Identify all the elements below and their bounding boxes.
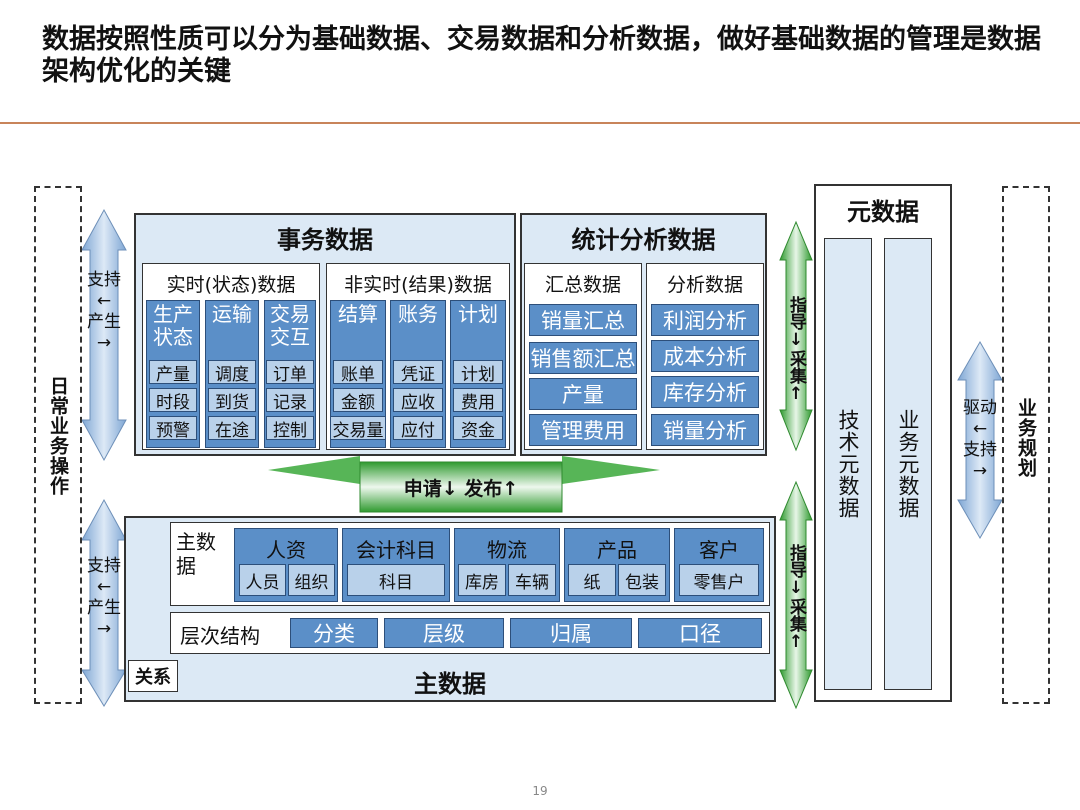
master-item: 纸 [568,564,616,596]
realtime-data-header: 实时(状态)数据 [166,274,296,296]
master-item: 库房 [458,564,506,596]
hierarchy-item: 口径 [638,618,762,648]
page-number: 19 [532,784,548,798]
transaction-item: 预警 [149,416,197,441]
master-data-label: 主数据 [176,530,216,578]
transaction-item: 金额 [333,388,383,413]
guide-collect-label-bottom: 指导↓采集↑ [786,544,806,652]
transaction-item: 订单 [266,360,314,385]
page-title: 数据按照性质可以分为基础数据、交易数据和分析数据，做好基础数据的管理是数据架构优… [42,24,1041,87]
transaction-item: 账单 [333,360,383,385]
analysis-item: 成本分析 [651,340,759,372]
metadata-title: 元数据 [847,198,919,226]
analysis-item: 利润分析 [651,304,759,336]
title-divider [0,122,1080,124]
master-item: 零售户 [679,564,759,596]
transaction-item: 调度 [208,360,256,385]
business-planning-box [1002,186,1050,704]
transaction-item: 凭证 [393,360,443,385]
relation-label: 关系 [128,660,178,692]
master-group-head: 会计科目 [356,538,436,562]
master-item: 科目 [347,564,445,596]
summary-item: 管理费用 [529,414,637,446]
transaction-item: 在途 [208,416,256,441]
master-group-head: 人资 [266,538,306,562]
guide-arrow-bottom [779,480,813,710]
summary-item: 销售额汇总 [529,342,637,374]
analysis-item: 销量分析 [651,414,759,446]
transaction-item: 计划 [453,360,503,385]
hierarchy-item: 层级 [384,618,504,648]
left-bottom-arrow-text: 支持←产生→ [87,556,121,639]
transaction-item: 资金 [453,416,503,441]
hierarchy-item: 分类 [290,618,378,648]
transaction-item: 产量 [149,360,197,385]
nonrealtime-data-header: 非实时(结果)数据 [344,274,492,296]
left-top-double-arrow [81,208,127,462]
transaction-item: 控制 [266,416,314,441]
summary-item: 产量 [529,378,637,410]
master-item: 包装 [618,564,666,596]
technical-metadata: 技术元数据 [824,238,872,690]
transaction-item: 费用 [453,388,503,413]
master-group-head: 客户 [699,538,739,562]
daily-operations-box [34,186,82,704]
master-data-title: 主数据 [414,670,486,698]
business-planning-label: 业务规划 [1015,398,1037,478]
summary-data-header: 汇总数据 [544,274,621,296]
left-top-arrow-text: 支持←产生→ [87,270,121,353]
master-group-head: 物流 [487,538,527,562]
guide-collect-label-top: 指导↓采集↑ [786,296,806,404]
transaction-item: 应收 [393,388,443,413]
transaction-item: 交易量 [330,416,386,441]
master-item: 车辆 [508,564,556,596]
master-item: 人员 [239,564,286,596]
analysis-item: 库存分析 [651,376,759,408]
apply-publish-label: 申请↓ 发布↑ [403,478,519,500]
hierarchy-label: 层次结构 [180,624,260,648]
transaction-item: 到货 [208,388,256,413]
analysis-data-header: 分析数据 [666,274,743,296]
business-metadata: 业务元数据 [884,238,932,690]
hierarchy-item: 归属 [510,618,632,648]
master-item: 组织 [288,564,335,596]
daily-operations-label: 日常业务操作 [47,376,69,496]
guide-arrow-top [779,220,813,452]
statistics-data-title: 统计分析数据 [571,226,716,254]
transaction-item: 记录 [266,388,314,413]
summary-item: 销量汇总 [529,304,637,336]
transaction-item: 时段 [149,388,197,413]
right-arrow-text: 驱动←支持→ [963,398,997,481]
master-group-head: 产品 [597,538,637,562]
transaction-data-title: 事务数据 [277,226,373,254]
transaction-item: 应付 [393,416,443,441]
